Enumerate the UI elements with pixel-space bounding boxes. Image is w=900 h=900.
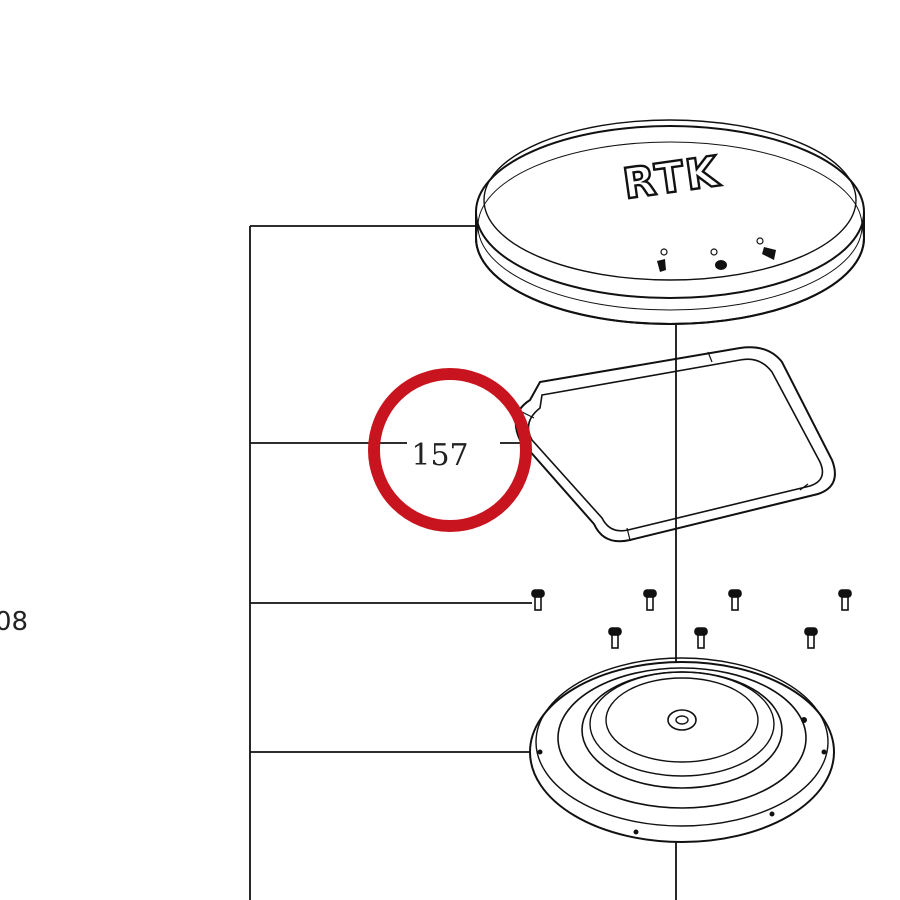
highlight-circle [368, 368, 532, 532]
rtk-cover: RTK [475, 119, 865, 325]
screw-icon [531, 589, 545, 611]
screw-icon [728, 589, 742, 611]
screw-icon [643, 589, 657, 611]
leader-lines [249, 225, 677, 900]
indicator-icons [657, 237, 776, 272]
side-part-label: 08 [0, 607, 28, 637]
part-number-label: 157 [411, 438, 468, 473]
base-plate [529, 657, 835, 843]
screw-set [531, 589, 852, 649]
screw-icon [608, 627, 622, 649]
screw-icon [694, 627, 708, 649]
screw-icon [804, 627, 818, 649]
screw-icon [838, 589, 852, 611]
